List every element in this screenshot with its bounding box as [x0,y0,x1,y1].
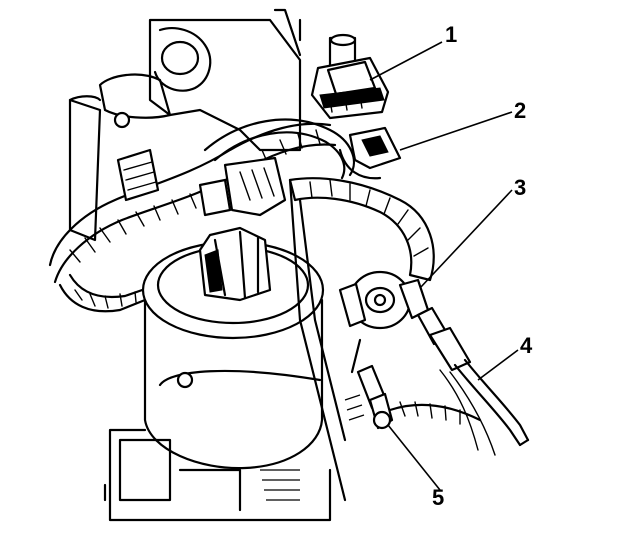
electrical-connector-2 [338,126,402,180]
callout-3: 3 [514,175,526,200]
solenoid-terminal-block [198,156,287,217]
starter-motor [103,226,332,522]
callout-2: 2 [514,98,526,123]
callout-4: 4 [520,333,533,358]
electrical-connector-1 [310,56,390,120]
harness-connector-left [116,148,160,202]
wire-lead-4 [416,306,530,456]
engine-block [68,8,357,242]
battery-cable-boot [288,177,435,502]
callout-leaders [369,41,519,491]
solenoid-terminal-post [338,270,430,330]
callout-5: 5 [432,485,444,510]
wire-terminal-5 [344,338,482,430]
callout-1: 1 [445,22,457,47]
wiring-harness [48,118,356,313]
